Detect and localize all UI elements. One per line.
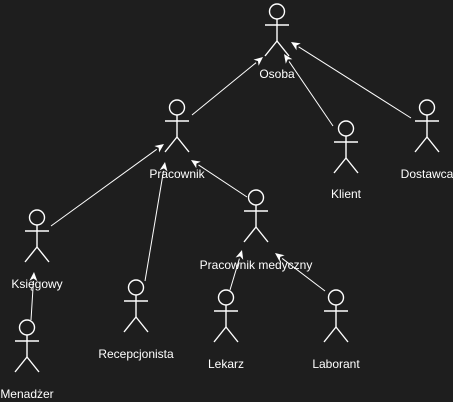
actor-left-leg bbox=[213, 326, 227, 343]
actor-left-leg bbox=[333, 157, 347, 174]
actor-right-leg bbox=[276, 40, 290, 57]
edge-ksiegowy-to-pracownik bbox=[50, 144, 164, 227]
actor-right-leg bbox=[36, 246, 50, 263]
edge-lekarz-to-pracownik-medyczny bbox=[229, 250, 244, 291]
actor-head bbox=[268, 3, 286, 20]
actor-right-leg bbox=[225, 326, 239, 343]
actor-left-leg bbox=[14, 356, 28, 373]
actor-label: Dostawca bbox=[401, 167, 453, 181]
edge-klient-to-osoba bbox=[284, 54, 334, 127]
edge-line bbox=[191, 62, 257, 116]
edge-line bbox=[281, 258, 326, 292]
edge-laborant-to-pracownik-medyczny bbox=[275, 253, 326, 292]
actor-left-leg bbox=[24, 246, 38, 263]
actor-right-leg bbox=[176, 136, 190, 153]
actor-recepcjonista[interactable]: Recepcjonista bbox=[98, 279, 174, 361]
actor-lekarz[interactable]: Lekarz bbox=[208, 289, 244, 371]
edge-line bbox=[298, 46, 412, 119]
actor-head bbox=[28, 209, 46, 226]
actor-label: Pracownik bbox=[149, 167, 205, 181]
arrowhead bbox=[154, 144, 164, 153]
actor-left-leg bbox=[243, 226, 257, 243]
arrowhead bbox=[235, 250, 244, 260]
actor-head bbox=[18, 319, 36, 336]
actor-pracownik[interactable]: Pracownik bbox=[149, 99, 206, 181]
edge-pracownik-medyczny-to-pracownik bbox=[191, 160, 248, 198]
actor-right-leg bbox=[335, 326, 349, 343]
edge-menadzer-to-ksiegowy bbox=[29, 272, 38, 321]
actor-head bbox=[337, 120, 355, 137]
actor-left-leg bbox=[264, 40, 278, 57]
actor-label: Osoba bbox=[259, 67, 295, 81]
actor-ksiegowy[interactable]: Księgowy bbox=[11, 209, 63, 291]
actor-laborant[interactable]: Laborant bbox=[312, 289, 360, 371]
edge-line bbox=[50, 148, 158, 227]
generalization-edges bbox=[29, 42, 412, 321]
actor-head bbox=[418, 99, 436, 116]
actor-label: Lekarz bbox=[208, 357, 244, 371]
actor-right-leg bbox=[135, 316, 149, 333]
edge-line bbox=[144, 170, 165, 282]
edge-line bbox=[30, 280, 34, 321]
actor-head bbox=[327, 289, 345, 306]
actor-head bbox=[247, 189, 265, 206]
actor-label: Recepcjonista bbox=[98, 347, 174, 361]
actor-label: Laborant bbox=[312, 357, 360, 371]
edge-line bbox=[288, 61, 334, 127]
arrowhead bbox=[253, 57, 263, 66]
actor-label: Menadżer bbox=[0, 387, 53, 401]
actor-right-leg bbox=[345, 157, 359, 174]
actor-klient[interactable]: Klient bbox=[331, 120, 362, 201]
actor-right-leg bbox=[255, 226, 269, 243]
arrowhead bbox=[29, 272, 38, 282]
arrowhead bbox=[159, 162, 168, 172]
actor-head bbox=[217, 289, 235, 306]
actor-dostawca[interactable]: Dostawca bbox=[401, 99, 453, 181]
actor-menadzer[interactable]: Menadżer bbox=[0, 319, 54, 401]
actor-label: Księgowy bbox=[11, 277, 62, 291]
actor-left-leg bbox=[123, 316, 137, 333]
actor-head bbox=[127, 279, 145, 296]
edge-recepcjonista-to-pracownik bbox=[144, 162, 168, 282]
edge-pracownik-to-osoba bbox=[191, 57, 263, 116]
arrowhead bbox=[191, 160, 201, 169]
actor-label: Klient bbox=[331, 187, 362, 201]
edge-dostawca-to-osoba bbox=[291, 42, 412, 119]
edge-line bbox=[198, 164, 248, 198]
actor-right-leg bbox=[426, 136, 440, 153]
actor-left-leg bbox=[164, 136, 178, 153]
actor-head bbox=[168, 99, 186, 116]
actor-pracownik-medyczny[interactable]: Pracownik medyczny bbox=[200, 189, 313, 272]
actor-right-leg bbox=[26, 356, 40, 373]
arrowhead bbox=[275, 253, 285, 262]
edge-line bbox=[229, 258, 240, 291]
actor-left-leg bbox=[323, 326, 337, 343]
actor-osoba[interactable]: Osoba bbox=[259, 3, 295, 81]
arrowhead bbox=[291, 42, 301, 51]
arrowhead bbox=[284, 54, 293, 64]
actor-left-leg bbox=[414, 136, 428, 153]
actor-label: Pracownik medyczny bbox=[200, 258, 313, 272]
